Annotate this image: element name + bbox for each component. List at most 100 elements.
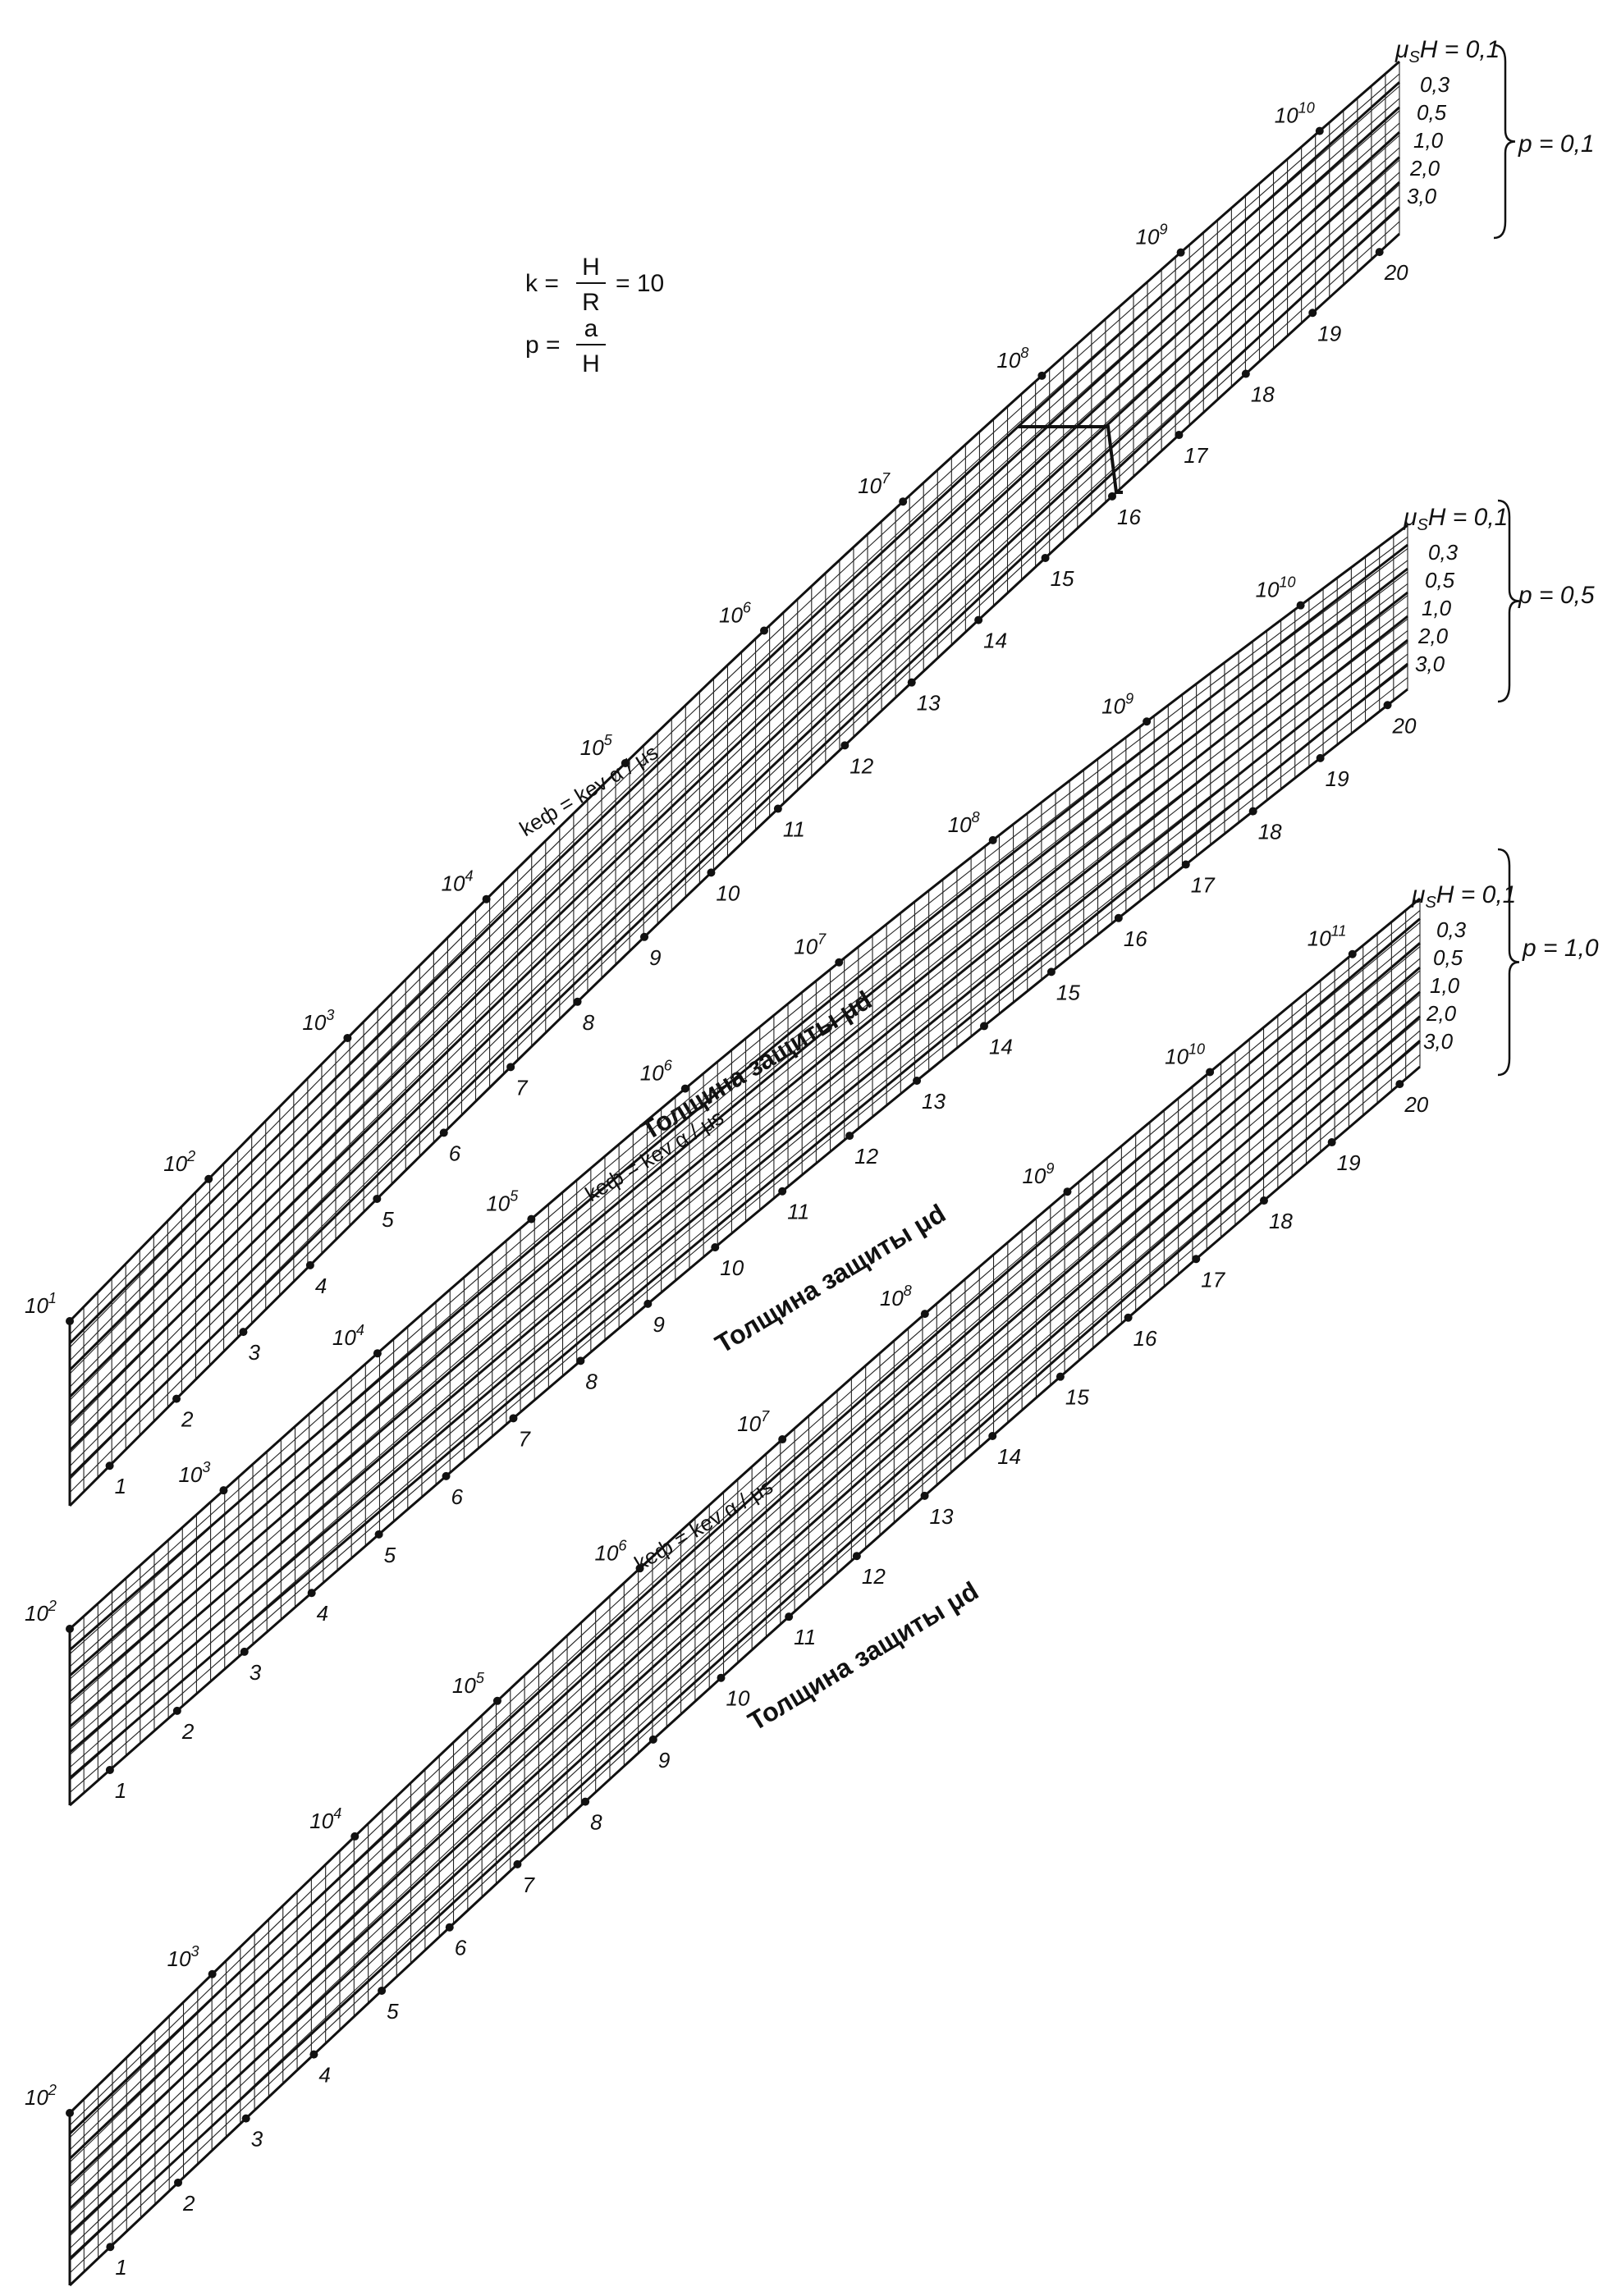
thickness-tick-dot xyxy=(172,1394,181,1403)
thickness-tick-label: 13 xyxy=(922,1089,946,1114)
thickness-tick-label: 6 xyxy=(451,1484,464,1509)
k-tick-dot xyxy=(680,1084,689,1093)
thickness-tick-label: 5 xyxy=(387,1999,399,2024)
k-tick-label: 102 xyxy=(163,1148,195,1176)
curve-label-0-5: 0,5 xyxy=(1425,568,1455,592)
mu-curve-3 xyxy=(69,615,1408,1728)
grid-parallel-line xyxy=(69,630,1408,1743)
mu-curves xyxy=(68,917,1421,2260)
thickness-tick-label: 11 xyxy=(787,1200,809,1224)
formula-p-numerator: a xyxy=(584,315,598,342)
thickness-tick-label: 18 xyxy=(1251,382,1275,407)
k-tick-dot xyxy=(343,1033,352,1042)
k-tick-dot xyxy=(1176,248,1185,257)
grid-parallel-line xyxy=(69,98,1400,1361)
thickness-tick-label: 3 xyxy=(250,1660,262,1685)
grid-parallel-line xyxy=(69,1006,1421,2225)
mu-curve-3 xyxy=(68,990,1421,2210)
k-tick-label: 1010 xyxy=(1256,574,1296,602)
thickness-tick-dot xyxy=(239,1328,248,1337)
k-tick-dot xyxy=(778,1435,787,1444)
thickness-tick-dot xyxy=(439,1128,448,1137)
thickness-tick-label: 19 xyxy=(1317,321,1341,345)
thickness-tick-dot xyxy=(1192,1255,1201,1264)
formula-p-lhs: p = xyxy=(525,332,561,359)
p-brace xyxy=(1497,499,1520,703)
k-tick-dot xyxy=(1143,717,1152,726)
thickness-tick-dot xyxy=(1046,967,1056,976)
thickness-tick-dot xyxy=(374,1530,383,1539)
k-tick-label: 107 xyxy=(858,470,891,498)
thickness-tick-label: 2 xyxy=(181,1719,195,1744)
k-tick-dot xyxy=(482,894,491,903)
k-tick-label: 108 xyxy=(948,809,980,837)
k-tick-dot xyxy=(1348,949,1357,958)
thickness-tick-dot xyxy=(1383,701,1392,710)
grid-parallel-line xyxy=(69,147,1400,1414)
formula-p: p = a H xyxy=(525,315,606,377)
mu-curve-0 xyxy=(68,81,1401,1345)
grid-parallel-line xyxy=(69,172,1400,1440)
thickness-tick-dot xyxy=(1241,369,1250,378)
k-tick-label: 101 xyxy=(25,1290,57,1318)
thickness-tick-dot xyxy=(1259,1196,1268,1205)
k-tick-label: 105 xyxy=(486,1188,519,1216)
thickness-tick-label: 9 xyxy=(653,1312,664,1337)
grid-parallel-line xyxy=(69,73,1400,1335)
thickness-tick-dot xyxy=(442,1471,451,1480)
k-tick-label: 103 xyxy=(302,1007,334,1035)
thickness-tick-dot xyxy=(1124,1313,1133,1322)
thickness-tick-dot xyxy=(648,1735,657,1744)
thickness-tick-dot xyxy=(1114,913,1123,922)
thickness-tick-dot xyxy=(852,1552,861,1561)
keff-label: kеф = kev α / μs xyxy=(630,1474,777,1576)
thickness-tick-label: 19 xyxy=(1326,766,1349,791)
mu-curve-0 xyxy=(69,543,1408,1651)
k-tick-dot xyxy=(219,1486,228,1495)
k-tick-dot xyxy=(621,759,630,768)
mu-curve-4 xyxy=(68,181,1401,1452)
thickness-tick-dot xyxy=(373,1194,382,1203)
grid-parallel-line xyxy=(69,934,1421,2151)
grid-mesh xyxy=(68,60,1400,1506)
thickness-tick-label: 16 xyxy=(1117,505,1141,529)
thickness-tick-dot xyxy=(573,997,582,1006)
thickness-tick-label: 4 xyxy=(318,2063,330,2088)
thickness-tick-dot xyxy=(640,932,649,941)
p-brace xyxy=(1493,43,1516,240)
k-tick-dot xyxy=(66,1317,74,1325)
formula-k-lhs: k = xyxy=(525,270,559,297)
thickness-tick-label: 12 xyxy=(862,1564,886,1589)
curve-label-3-0: 3,0 xyxy=(1407,184,1437,208)
thickness-tick-label: 12 xyxy=(854,1144,878,1169)
thickness-tick-dot xyxy=(840,741,850,750)
formula-k-rhs: = 10 xyxy=(616,270,664,297)
mu-curves xyxy=(68,81,1401,1479)
grid-parallel-line xyxy=(69,982,1421,2200)
curve-label-1-0: 1,0 xyxy=(1413,128,1444,153)
k-tick-dot xyxy=(760,626,768,635)
grid-parallel-line xyxy=(69,1030,1421,2249)
grid-parallel-line xyxy=(69,665,1408,1781)
thickness-tick-label: 8 xyxy=(590,1810,602,1835)
mu-label: μSH = 0,1 xyxy=(1394,36,1500,66)
k-tick-label: 109 xyxy=(1101,690,1133,718)
thickness-tick-dot xyxy=(378,1986,387,1995)
k-tick-dot xyxy=(66,2109,74,2117)
thickness-tick-label: 6 xyxy=(449,1141,461,1165)
mu-label: μSH = 0,1 xyxy=(1403,504,1508,534)
k-tick-label: 107 xyxy=(794,931,827,959)
thickness-tick-dot xyxy=(988,1431,997,1440)
k-tick-dot xyxy=(835,958,844,967)
k-tick-dot xyxy=(635,1564,644,1573)
p-label: p = 0,5 xyxy=(1518,582,1595,609)
thickness-tick-dot xyxy=(105,1461,114,1470)
thickness-tick-label: 17 xyxy=(1201,1267,1225,1292)
thickness-tick-label: 13 xyxy=(917,691,941,716)
thickness-tick-label: 9 xyxy=(658,1748,670,1772)
p-label: p = 1,0 xyxy=(1522,935,1599,962)
